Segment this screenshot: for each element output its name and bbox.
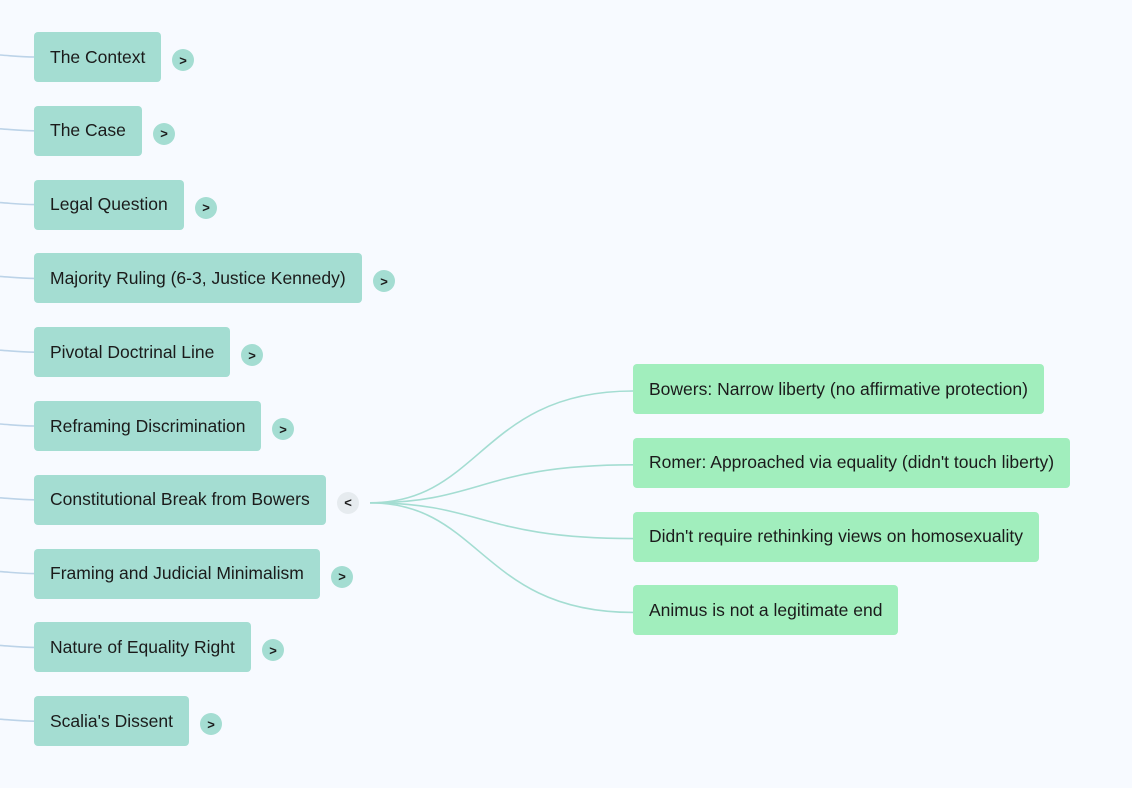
branch-label: Reframing Discrimination — [50, 415, 246, 436]
expand-toggle-framing-and-judicial-minimalism[interactable]: > — [331, 565, 353, 588]
expand-toggle-legal-question[interactable]: > — [195, 196, 217, 219]
branch-label: Nature of Equality Right — [50, 636, 235, 657]
link-to-legal-question — [0, 201, 35, 206]
link-to-animus-is-not-a-legitimate-end — [369, 502, 634, 614]
branch-node-majority-ruling-6-3-justice-kennedy[interactable]: Majority Ruling (6-3, Justice Kennedy) — [34, 253, 362, 304]
expand-toggle-reframing-discrimination[interactable]: > — [272, 418, 294, 440]
leaf-label: Animus is not a legitimate end — [649, 599, 883, 620]
expand-toggle-pivotal-doctrinal-line[interactable]: > — [241, 344, 263, 367]
branch-label: Majority Ruling (6-3, Justice Kennedy) — [50, 267, 346, 288]
leaf-node-bowers-narrow-liberty-no-affirmative-protection[interactable]: Bowers: Narrow liberty (no affirmative p… — [633, 364, 1044, 414]
link-to-scalia-s-dissent — [0, 718, 35, 722]
branch-label: The Context — [50, 46, 146, 67]
branch-node-scalia-s-dissent[interactable]: Scalia's Dissent — [34, 696, 189, 747]
branch-label: Constitutional Break from Bowers — [50, 489, 310, 510]
branch-label: Framing and Judicial Minimalism — [50, 563, 304, 584]
branch-node-pivotal-doctrinal-line[interactable]: Pivotal Doctrinal Line — [34, 327, 231, 378]
link-to-majority-ruling-6-3-justice-kennedy — [0, 275, 35, 280]
link-to-the-case — [0, 128, 35, 132]
link-to-romer-approached-via-equality-didn-t-touch-liberty — [369, 464, 634, 504]
leaf-node-didn-t-require-rethinking-views-on-homosexuality[interactable]: Didn't require rethinking views on homos… — [633, 511, 1039, 562]
branch-node-legal-question[interactable]: Legal Question — [34, 179, 184, 230]
leaf-label: Romer: Approached via equality (didn't t… — [649, 452, 1055, 473]
expand-toggle-scalia-s-dissent[interactable]: > — [200, 713, 222, 736]
branch-label: Legal Question — [50, 194, 168, 215]
leaf-node-romer-approached-via-equality-didn-t-touch-liberty[interactable]: Romer: Approached via equality (didn't t… — [633, 437, 1071, 488]
branch-label: Scalia's Dissent — [50, 710, 173, 731]
expand-toggle-majority-ruling-6-3-justice-kennedy[interactable]: > — [373, 270, 395, 293]
collapse-toggle-constitutional-break-from-bowers[interactable]: < — [337, 491, 359, 514]
leaf-label: Didn't require rethinking views on homos… — [649, 526, 1023, 547]
branch-node-the-case[interactable]: The Case — [34, 105, 142, 156]
expand-toggle-the-context[interactable]: > — [172, 49, 194, 71]
expand-toggle-the-case[interactable]: > — [153, 122, 175, 145]
branch-node-the-context[interactable]: The Context — [34, 32, 162, 82]
branch-label: The Case — [50, 120, 126, 141]
link-to-reframing-discrimination — [0, 423, 35, 427]
branch-node-framing-and-judicial-minimalism[interactable]: Framing and Judicial Minimalism — [34, 548, 320, 599]
branch-node-constitutional-break-from-bowers[interactable]: Constitutional Break from Bowers — [34, 474, 326, 525]
link-to-didn-t-require-rethinking-views-on-homosexuality — [369, 502, 634, 540]
link-to-bowers-narrow-liberty-no-affirmative-protection — [369, 390, 634, 504]
leaf-label: Bowers: Narrow liberty (no affirmative p… — [649, 378, 1028, 399]
branch-node-nature-of-equality-right[interactable]: Nature of Equality Right — [34, 622, 251, 673]
link-to-the-context — [0, 54, 35, 58]
branch-label: Pivotal Doctrinal Line — [50, 341, 215, 362]
link-to-constitutional-break-from-bowers — [0, 497, 35, 501]
leaf-node-animus-is-not-a-legitimate-end[interactable]: Animus is not a legitimate end — [633, 585, 899, 636]
branch-node-reframing-discrimination[interactable]: Reframing Discrimination — [34, 401, 262, 451]
link-to-nature-of-equality-right — [0, 644, 35, 649]
expand-toggle-nature-of-equality-right[interactable]: > — [262, 639, 284, 662]
link-to-framing-and-judicial-minimalism — [0, 570, 35, 575]
link-to-pivotal-doctrinal-line — [0, 349, 35, 353]
